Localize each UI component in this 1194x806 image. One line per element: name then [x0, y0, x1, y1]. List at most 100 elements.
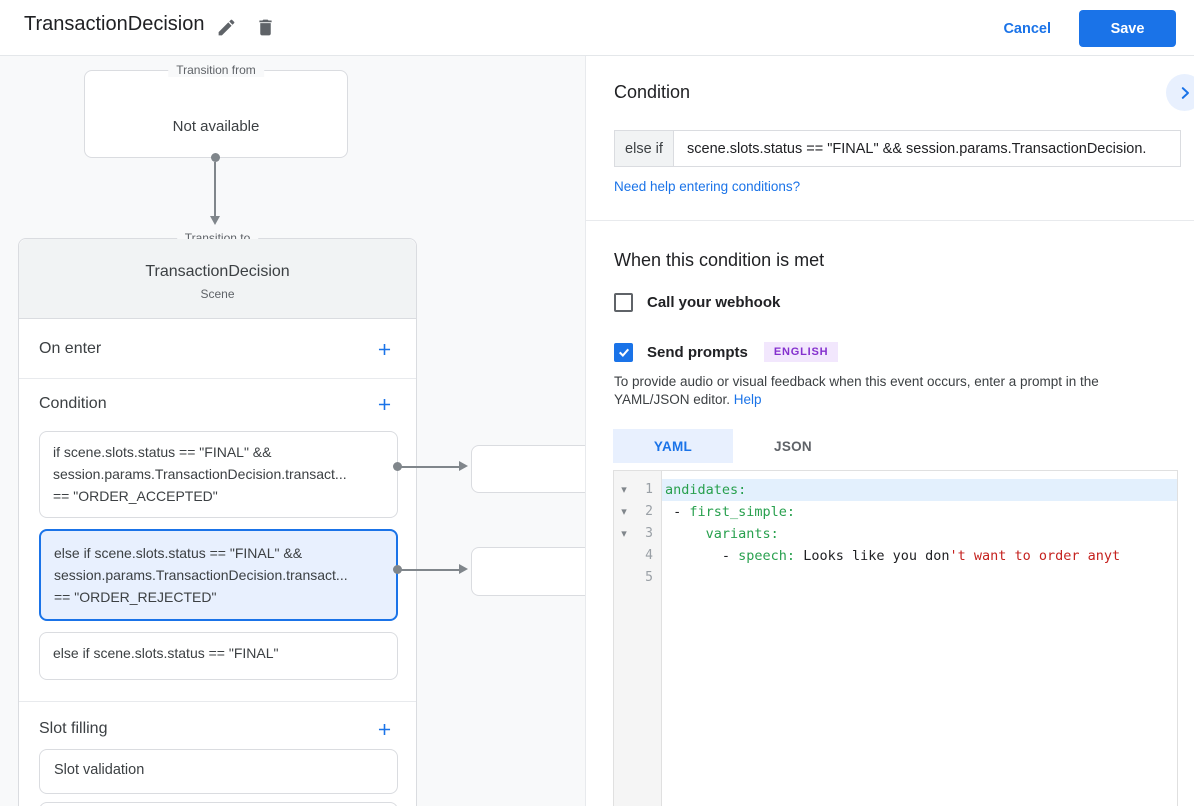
- line-number: 2: [645, 504, 653, 519]
- line-number: 5: [645, 570, 653, 585]
- condition-input-row: else if: [614, 130, 1181, 167]
- checkmark-icon: [618, 348, 629, 357]
- arrow-down-icon: [210, 216, 220, 225]
- webhook-label: Call your webhook: [647, 294, 781, 311]
- fold-arrow-icon[interactable]: ▾: [617, 523, 631, 545]
- transition-from-box: Transition from Not available: [84, 63, 348, 158]
- yaml-key: speech:: [738, 548, 796, 564]
- gutter-row: 4: [614, 545, 661, 567]
- edit-button[interactable]: [212, 13, 240, 41]
- page-title: TransactionDecision: [24, 13, 205, 35]
- condition-heading: Condition: [614, 82, 691, 102]
- yaml-code-editor[interactable]: ▾ 1 ▾ 2 ▾ 3 4 5 andidates: - first_simpl…: [613, 470, 1178, 806]
- pencil-icon: [218, 19, 234, 35]
- plus-icon: [378, 398, 390, 410]
- webhook-checkbox[interactable]: [614, 293, 633, 312]
- language-badge: ENGLISH: [763, 342, 839, 362]
- line-number: 4: [645, 548, 653, 563]
- transition-target-box-1[interactable]: [471, 445, 585, 493]
- code-area[interactable]: andidates: - first_simple: variants: - s…: [662, 471, 1177, 806]
- transition-from-label: Transition from: [168, 63, 264, 77]
- chevron-right-icon: [1181, 86, 1189, 99]
- condition-card-rejected-selected[interactable]: else if scene.slots.status == "FINAL" &&…: [39, 529, 398, 621]
- plus-icon: [378, 723, 390, 735]
- hint-text: To provide audio or visual feedback when…: [614, 374, 1099, 407]
- tab-json[interactable]: JSON: [733, 429, 853, 463]
- cancel-button[interactable]: Cancel: [1003, 20, 1051, 37]
- yaml-indent: [665, 526, 706, 542]
- scene-name: TransactionDecision: [145, 263, 290, 280]
- scene-type: Scene: [200, 287, 235, 301]
- tab-yaml[interactable]: YAML: [613, 429, 733, 463]
- send-prompts-checkbox[interactable]: [614, 342, 633, 362]
- top-bar: TransactionDecision Cancel Save: [0, 0, 1194, 56]
- divider: [19, 378, 416, 379]
- scene-graph-canvas: Transition from Not available Transition…: [0, 56, 585, 806]
- yaml-key: andidates:: [665, 482, 747, 498]
- fold-arrow-icon[interactable]: ▾: [617, 501, 631, 523]
- gutter-row: ▾ 1: [614, 479, 661, 501]
- editor-tabs: YAML JSON: [613, 429, 853, 463]
- slot-filling-row: Slot filling: [39, 717, 396, 741]
- send-prompts-label: Send prompts: [647, 343, 748, 361]
- line-number: 3: [645, 526, 653, 541]
- plus-icon: [378, 343, 390, 355]
- condition-card-accepted[interactable]: if scene.slots.status == "FINAL" && sess…: [39, 431, 398, 518]
- webhook-row: Call your webhook: [614, 293, 780, 312]
- divider: [19, 701, 416, 702]
- yaml-dash: -: [665, 548, 739, 564]
- condition-section-label: Condition: [39, 395, 107, 412]
- scene-card-header: TransactionDecision Scene: [19, 239, 416, 319]
- transition-target-box-2[interactable]: [471, 547, 585, 596]
- connector-line: [214, 162, 216, 216]
- collapse-panel-button[interactable]: [1166, 74, 1194, 111]
- add-slot-button[interactable]: [372, 717, 396, 741]
- condition-editor-panel: Condition else if Need help entering con…: [585, 56, 1194, 806]
- condition-card-final[interactable]: else if scene.slots.status == "FINAL": [39, 632, 398, 680]
- connector-dot: [393, 565, 402, 574]
- condition-section-row: Condition: [39, 392, 396, 416]
- fold-arrow-icon[interactable]: ▾: [617, 479, 631, 501]
- arrow-right-icon: [459, 564, 468, 574]
- editor-hint: To provide audio or visual feedback when…: [614, 373, 1170, 409]
- yaml-dash: -: [665, 504, 690, 520]
- partial-card[interactable]: [39, 802, 398, 806]
- transition-from-value: Not available: [172, 118, 260, 135]
- connector-line: [400, 466, 460, 468]
- connector-line: [400, 569, 460, 571]
- editor-gutter: ▾ 1 ▾ 2 ▾ 3 4 5: [614, 471, 662, 806]
- send-prompts-row: Send prompts ENGLISH: [614, 342, 839, 362]
- gutter-row: ▾ 2: [614, 501, 661, 523]
- help-link[interactable]: Help: [733, 392, 762, 407]
- delete-button[interactable]: [251, 13, 279, 41]
- condition-expression-input[interactable]: [674, 130, 1181, 167]
- on-enter-label: On enter: [39, 340, 102, 357]
- yaml-key: variants:: [705, 526, 779, 542]
- scene-card: Transition to TransactionDecision Scene …: [18, 231, 417, 806]
- code-line-4: - speech: Looks like you don't want to o…: [662, 545, 1177, 567]
- trash-icon: [258, 19, 272, 35]
- connector-dot: [393, 462, 402, 471]
- gutter-row: 5: [614, 567, 661, 589]
- add-on-enter-button[interactable]: [372, 337, 396, 361]
- divider: [586, 220, 1194, 221]
- arrow-right-icon: [459, 461, 468, 471]
- condition-help-link[interactable]: Need help entering conditions?: [614, 179, 801, 194]
- code-line-3: variants:: [662, 523, 1177, 545]
- add-condition-button[interactable]: [372, 392, 396, 416]
- gutter-row: ▾ 3: [614, 523, 661, 545]
- on-enter-row: On enter: [39, 337, 396, 361]
- code-line-5: [662, 567, 1177, 589]
- connector-dot: [211, 153, 220, 162]
- slot-validation-card[interactable]: Slot validation: [39, 749, 398, 794]
- when-condition-heading: When this condition is met: [614, 250, 825, 270]
- condition-prefix: else if: [614, 130, 674, 167]
- code-line-1: andidates:: [662, 479, 1177, 501]
- line-number: 1: [645, 482, 653, 497]
- top-actions: Cancel Save: [1003, 10, 1176, 47]
- yaml-key: first_simple:: [689, 504, 796, 520]
- save-button[interactable]: Save: [1079, 10, 1176, 47]
- code-line-2: - first_simple:: [662, 501, 1177, 523]
- yaml-string: 't want to order anyt: [949, 548, 1121, 564]
- slot-filling-label: Slot filling: [39, 720, 108, 737]
